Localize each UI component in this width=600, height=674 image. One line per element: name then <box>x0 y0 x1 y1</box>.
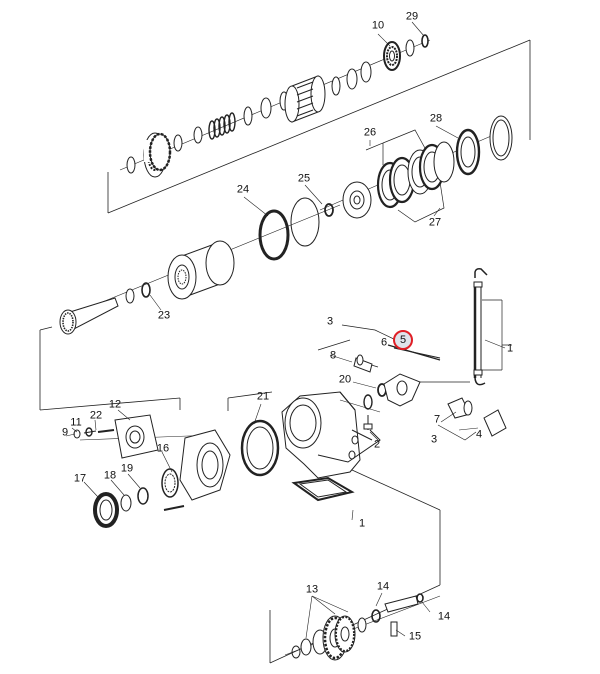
callout-part-25[interactable]: 25 <box>297 172 311 185</box>
callout-part-6[interactable]: 6 <box>380 336 388 349</box>
callout-part-22[interactable]: 22 <box>89 409 103 422</box>
callout-part-27[interactable]: 27 <box>428 216 442 229</box>
callout-part-23[interactable]: 23 <box>157 309 171 322</box>
callout-part-19[interactable]: 19 <box>120 462 134 475</box>
callout-part-13[interactable]: 13 <box>305 583 319 596</box>
callout-part-24[interactable]: 24 <box>236 183 250 196</box>
callout-part-14-left[interactable]: 14 <box>376 580 390 593</box>
callout-part-14-right[interactable]: 14 <box>437 610 451 623</box>
top-shaft-assembly <box>119 34 431 178</box>
left-assembly <box>73 414 231 528</box>
clutch-pack <box>319 115 513 223</box>
callout-part-15[interactable]: 15 <box>408 630 422 643</box>
spring <box>208 112 236 140</box>
input-shaft <box>59 297 119 335</box>
callout-part-26[interactable]: 26 <box>363 126 377 139</box>
roller-bearing <box>284 75 326 123</box>
callout-part-4[interactable]: 4 <box>475 428 483 441</box>
callout-part-3-upper[interactable]: 3 <box>326 315 334 328</box>
valve-group <box>317 324 507 441</box>
callout-part-5-selected[interactable]: 5 <box>393 330 413 350</box>
callout-part-3-lower[interactable]: 3 <box>430 433 438 446</box>
drum <box>167 240 235 300</box>
leader-lines <box>65 21 506 639</box>
callout-part-29[interactable]: 29 <box>405 10 419 23</box>
bottom-assembly <box>284 593 441 661</box>
gasket-21 <box>240 419 280 477</box>
part-10-bearing <box>383 41 401 71</box>
callout-part-21[interactable]: 21 <box>256 390 270 403</box>
callout-part-11[interactable]: 11 <box>70 416 82 429</box>
callout-part-8[interactable]: 8 <box>329 349 337 362</box>
callout-part-20[interactable]: 20 <box>338 373 352 386</box>
callout-part-10[interactable]: 10 <box>371 19 385 32</box>
pipe-assembly <box>473 268 512 386</box>
callout-part-18[interactable]: 18 <box>103 469 117 482</box>
callout-part-16[interactable]: 16 <box>156 442 170 455</box>
middle-assembly <box>59 197 341 335</box>
callout-part-12[interactable]: 12 <box>108 398 122 411</box>
callout-part-17[interactable]: 17 <box>73 472 87 485</box>
gasket-plate <box>291 476 355 502</box>
gear-left <box>143 132 172 178</box>
callout-part-9[interactable]: 9 <box>61 426 69 439</box>
callout-part-28[interactable]: 28 <box>429 112 443 125</box>
callout-part-1-gasket[interactable]: 1 <box>358 517 366 530</box>
main-housing <box>281 391 381 479</box>
callout-part-1-pipe[interactable]: 1 <box>506 342 514 355</box>
callout-part-7[interactable]: 7 <box>433 413 441 426</box>
callout-part-2[interactable]: 2 <box>373 438 381 451</box>
